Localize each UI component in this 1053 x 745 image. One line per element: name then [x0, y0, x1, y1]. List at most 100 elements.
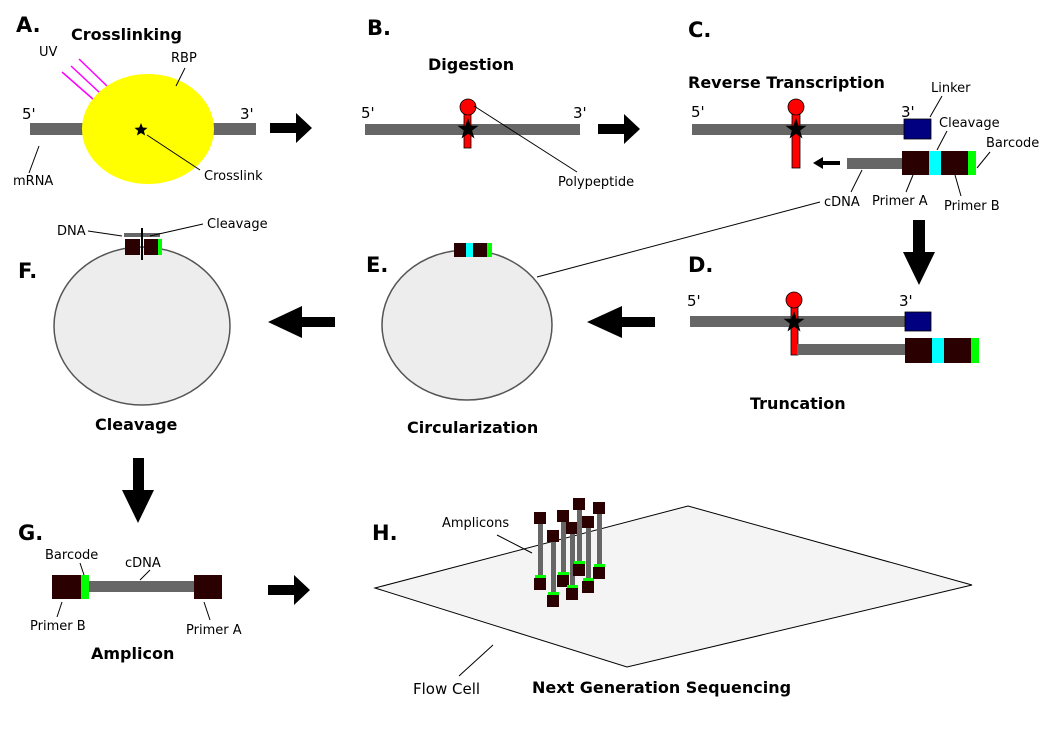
mrna-leader — [28, 145, 40, 174]
circularized-cdna — [381, 249, 553, 401]
circularization-title: Circularization — [407, 418, 538, 437]
three-prime-label-d: 3' — [899, 292, 913, 310]
cdna-label-g: cDNA — [125, 556, 161, 571]
primer-b-block-e — [473, 243, 487, 257]
barcode-leader-g — [79, 562, 85, 576]
panel-h: H. — [372, 498, 973, 698]
amplicon-strand — [573, 498, 585, 576]
rbp-label: RBP — [171, 51, 197, 66]
primer-a-leader-c — [905, 174, 914, 193]
flow-cell-leader — [458, 644, 494, 677]
amplicon-strand — [566, 522, 578, 600]
three-prime-label-c: 3' — [901, 103, 915, 121]
primer-a-label-c: Primer A — [872, 194, 928, 209]
cleaved-circle — [53, 246, 231, 406]
panel-f-letter: F. — [18, 259, 37, 283]
amplicon-strand — [547, 530, 559, 607]
reverse-transcription-title: Reverse Transcription — [688, 73, 885, 92]
amplicon-cdna-strand — [89, 581, 195, 592]
uv-ray-1 — [61, 71, 95, 101]
polypeptide-head-c — [787, 98, 805, 116]
uv-ray-2 — [70, 65, 101, 94]
polypeptide-label: Polypeptide — [558, 175, 634, 190]
panel-f: F. DNA Cleavage Cleavage — [18, 217, 268, 434]
panel-b-letter: B. — [367, 16, 391, 40]
arrow-a-to-b-icon — [270, 113, 312, 143]
amplicons-leader — [496, 534, 533, 554]
cleavage-label-f: Cleavage — [207, 217, 268, 232]
ngs-title: Next Generation Sequencing — [532, 678, 791, 697]
uv-label: UV — [39, 45, 58, 60]
truncated-cdna-strand — [797, 344, 906, 355]
primer-b-label-g: Primer B — [30, 619, 86, 634]
panel-d-letter: D. — [688, 253, 713, 277]
panel-b: B. Digestion 5' 3' Polypeptide — [361, 16, 634, 190]
crosslink-label: Crosslink — [204, 169, 263, 184]
polypeptide-leader — [473, 105, 578, 173]
panel-e: E. Circularization — [366, 201, 821, 437]
panel-h-letter: H. — [372, 521, 398, 545]
mrna-label: mRNA — [13, 174, 53, 189]
linker-leader — [929, 95, 943, 118]
barcode-block-e — [487, 243, 492, 257]
primer-a-block-c — [902, 151, 929, 175]
crosslink-star-icon — [785, 118, 807, 139]
panel-g: G. Barcode cDNA Primer B Primer A Amplic… — [18, 521, 242, 663]
cdna-strand-c — [847, 158, 903, 169]
digestion-title: Digestion — [428, 55, 514, 74]
rbp-blob — [82, 74, 214, 184]
barcode-block-c — [968, 151, 976, 175]
arrow-b-to-c-icon — [598, 114, 640, 144]
linker-block — [903, 118, 932, 140]
five-prime-label-b: 5' — [361, 104, 375, 122]
cdna-leader-e — [536, 201, 821, 278]
crosslink-star-icon — [783, 311, 805, 332]
linker-block-d — [904, 311, 932, 332]
barcode-leader-c — [976, 151, 991, 169]
panel-d: D. 5' 3' Truncation — [687, 253, 979, 413]
arrow-g-to-h-icon — [268, 575, 310, 605]
barcode-block-d — [971, 338, 979, 363]
flow-cell-label: Flow Cell — [413, 680, 480, 698]
primer-b-block-g — [52, 575, 81, 599]
cleavage-leader-f — [149, 223, 204, 237]
primer-b-leader-g — [56, 601, 63, 618]
cleavage-title: Cleavage — [95, 415, 178, 434]
arrow-c-to-d-icon — [903, 220, 935, 285]
cdna-leader-g — [139, 569, 151, 581]
cdna-leader-c — [850, 169, 863, 193]
primer-a-label-g: Primer A — [186, 623, 242, 638]
five-prime-label-a: 5' — [22, 105, 36, 123]
dna-leader — [87, 230, 123, 237]
cleavage-leader-c — [936, 130, 948, 151]
uv-ray-3 — [78, 58, 108, 87]
rbp-leader — [175, 67, 186, 87]
barcode-block-f — [158, 239, 162, 255]
panel-c-letter: C. — [688, 18, 711, 42]
primer-b-block-c — [941, 151, 968, 175]
amplicon-strand — [582, 516, 594, 593]
panel-e-letter: E. — [366, 253, 388, 277]
amplicon-strand — [593, 502, 605, 579]
primer-b-label-c: Primer B — [944, 199, 1000, 214]
dna-label: DNA — [57, 224, 86, 239]
five-prime-label-c: 5' — [691, 103, 705, 121]
primer-b-block-d — [944, 338, 971, 363]
arrow-f-to-g-icon — [122, 458, 154, 523]
panel-c: C. Reverse Transcription 5' 3' Linker Cl… — [688, 18, 1039, 214]
amplicons-label: Amplicons — [442, 516, 509, 531]
panel-a-letter: A. — [16, 13, 41, 37]
crosslink-leader — [146, 134, 201, 171]
primer-b-block-f — [144, 239, 158, 255]
crosslink-star-icon — [457, 118, 479, 139]
cleavage-site-block-c — [929, 151, 941, 175]
polypeptide-stem-d — [790, 302, 799, 356]
three-prime-label-b: 3' — [573, 104, 587, 122]
amplicon-cluster — [534, 498, 605, 607]
truncation-title: Truncation — [750, 394, 846, 413]
linker-label: Linker — [931, 81, 971, 96]
polypeptide-head-d — [785, 291, 803, 309]
primer-a-block-e — [454, 243, 466, 257]
amplicon-title: Amplicon — [91, 644, 174, 663]
